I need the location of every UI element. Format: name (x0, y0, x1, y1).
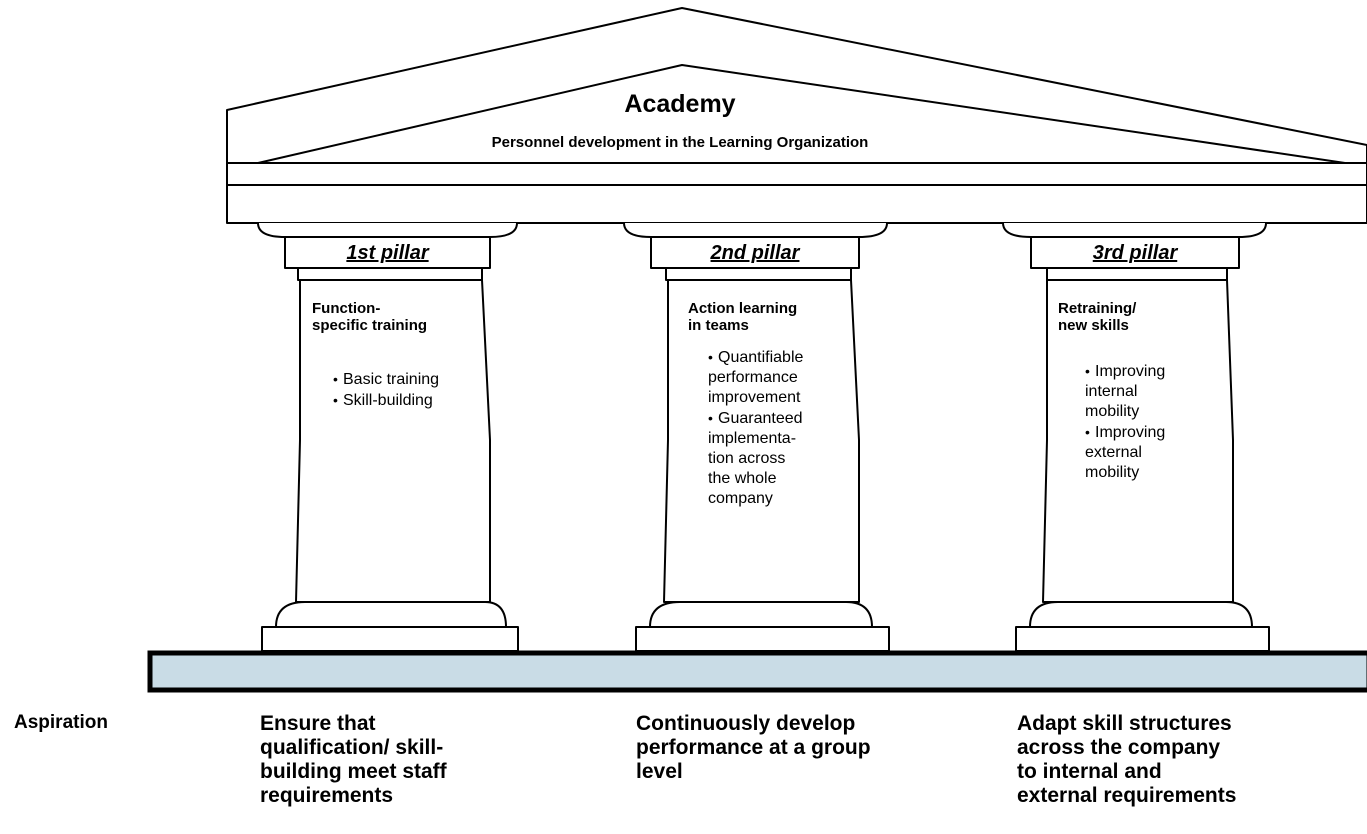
pillar-3-capital-curve (1002, 222, 1267, 238)
roof-subtitle: Personnel development in the Learning Or… (491, 134, 869, 151)
pillar-3-heading: Retraining/ new skills (1058, 300, 1136, 334)
aspiration-line: building meet staff (260, 760, 447, 783)
bullet-icon: • (1085, 363, 1090, 379)
bullet-icon: • (708, 410, 713, 426)
pillar-3-bullet-item: • Improving external mobility (1085, 422, 1165, 483)
aspiration-line: Continuously develop (636, 712, 856, 735)
pillar-3-neck (1046, 267, 1228, 281)
pillar-2-bullet-text: the whole (708, 470, 777, 487)
foundation-slab (147, 650, 1367, 693)
pillar-3-aspiration: Adapt skill structures across the compan… (1017, 712, 1236, 808)
aspiration-line: external requirements (1017, 784, 1237, 807)
pillar-1-shape (257, 222, 519, 652)
pillar-2-bullet-text: Guaranteed (718, 410, 803, 427)
pillar-3-heading-line: new skills (1058, 317, 1129, 334)
pillar-1-plinth (261, 626, 519, 652)
pillar-2-shape (623, 222, 890, 652)
pillar-1-bullet-text: Skill-building (343, 392, 433, 409)
pillar-2-heading-line: Action learning (688, 300, 798, 317)
pillar-3-bullet-text: Improving (1095, 424, 1166, 441)
bullet-icon: • (708, 349, 713, 365)
pillar-3-bullet-text: Improving (1095, 363, 1166, 380)
pillar-2-aspiration: Continuously develop performance at a gr… (636, 712, 871, 784)
pillar-3-bullet-text: mobility (1085, 403, 1140, 420)
aspiration-line: Ensure that (260, 712, 376, 735)
pillar-2-bullet-item: • Guaranteed implementa- tion across the … (708, 408, 803, 509)
pillar-2-shaft (663, 279, 860, 603)
pillar-3-capital (1030, 236, 1240, 269)
pillar-1-capital (284, 236, 491, 269)
pillar-1-capital-curve (257, 222, 518, 238)
aspiration-line: requirements (260, 784, 394, 807)
pillar-2-heading: Action learning in teams (688, 300, 797, 334)
aspiration-line: qualification/ skill- (260, 736, 444, 759)
pillar-2-bullet-text: implementa- (708, 430, 797, 447)
pillar-1-base-curve (275, 601, 507, 628)
pillar-2-bullet-text: tion across (708, 450, 786, 467)
pillar-2-neck (665, 267, 852, 281)
pillar-2-capital-curve (623, 222, 888, 238)
pillar-3-bullet-text: external (1085, 444, 1142, 461)
pillar-2-bullet-list: • Quantifiable performance improvement • G… (708, 347, 803, 509)
aspiration-label: Aspiration (14, 712, 108, 733)
pillar-2-bullet-item: • Quantifiable performance improvement (708, 347, 803, 408)
pillar-3-base-curve (1029, 601, 1253, 628)
pillar-3-plinth (1015, 626, 1270, 652)
pillar-1-neck (297, 267, 483, 281)
pillar-2-bullet-text: performance (708, 369, 798, 386)
aspiration-line: performance at a group (636, 736, 871, 759)
pillar-1-label: 1st pillar (346, 242, 429, 264)
pillar-2-bullet-text: improvement (708, 389, 801, 406)
bullet-icon: • (1085, 424, 1090, 440)
pillar-3-bullet-item: • Improving internal mobility (1085, 361, 1165, 422)
aspiration-line: Adapt skill structures (1017, 712, 1232, 735)
roof-entablature (226, 184, 1367, 224)
pillar-3-heading-line: Retraining/ (1058, 300, 1137, 317)
pillar-1-bullet-item: • Basic training (333, 369, 439, 390)
pillar-1-heading-line: Function- (312, 300, 381, 317)
pillar-2-base-curve (649, 601, 873, 628)
pillar-2-bullet-text: company (708, 490, 773, 507)
pillar-1-bullet-text: Basic training (343, 371, 440, 388)
pillar-1-bullet-item: • Skill-building (333, 390, 439, 411)
pillar-1-heading: Function- specific training (312, 300, 427, 334)
pillar-1-bullet-list: • Basic training • Skill-building (333, 369, 439, 411)
pillar-3-bullet-list: • Improving internal mobility • Improving … (1085, 361, 1165, 483)
roof-title: Academy (624, 90, 736, 118)
bullet-icon: • (333, 392, 338, 408)
pillar-2-plinth (635, 626, 890, 652)
pillar-3-label: 3rd pillar (1092, 242, 1178, 264)
pillar-1-heading-line: specific training (312, 317, 428, 334)
pillar-2-bullet-text: Quantifiable (718, 349, 804, 366)
pillar-2-capital (650, 236, 860, 269)
pillar-2-heading-line: in teams (688, 317, 749, 334)
bullet-icon: • (333, 371, 338, 387)
pillar-3-bullet-text: internal (1085, 383, 1138, 400)
aspiration-line: to internal and (1017, 760, 1162, 783)
pillar-3-bullet-text: mobility (1085, 464, 1140, 481)
pillar-1-aspiration: Ensure that qualification/ skill- buildi… (260, 712, 447, 808)
aspiration-line: across the company (1017, 736, 1221, 759)
pillar-3-shape (1002, 222, 1270, 652)
aspiration-line: level (636, 760, 683, 783)
pillar-2-label: 2nd pillar (710, 242, 800, 264)
